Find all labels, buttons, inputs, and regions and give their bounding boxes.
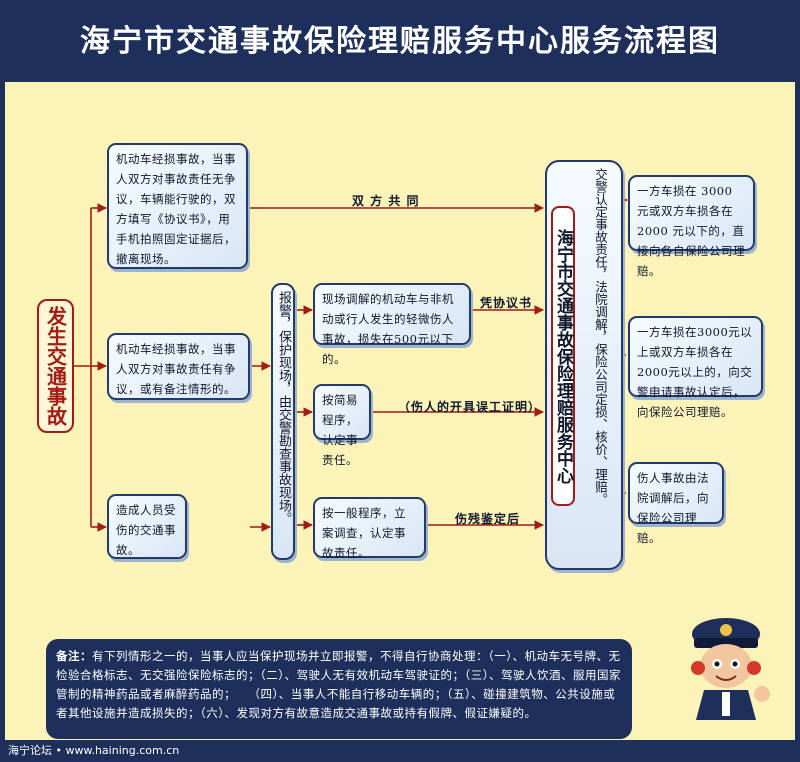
title-bar — [0, 0, 800, 82]
edge-label-injury-proof: （伤人的开具误工证明） — [398, 400, 542, 414]
outcome-node-2: 一方车损在3000元以上或双方车损各在2000元以上的，向交警申请事故认定后，向… — [628, 316, 763, 419]
procedure-node-3: 按一般程序，立案调查，认定事故责任。 — [313, 497, 426, 560]
service-center-node: 海宁市交通事故保险理赔服务中心 交警认定事故责任，法院调解，保险公司定损、核价、… — [545, 160, 623, 570]
outcome-node-3: 伤人事故由法院调解后，向保险公司理赔。 — [628, 462, 724, 545]
edge-label-mutual: 双 方 共 同 — [352, 194, 420, 208]
note-text: 有下列情形之一的，当事人应当保护现场并立即报警，不得自行协商处理：（一）、机动车… — [56, 649, 621, 720]
edge-label-disability: 伤残鉴定后 — [455, 512, 521, 526]
footer-watermark: 海宁论坛 • www.haining.com.cn — [8, 744, 180, 757]
case-node-3: 造成人员受伤的交通事故。 — [107, 494, 187, 559]
outcome-node-1: 一方车损在 3000 元或双方车损各在 2000 元以下的，直接向各自保险公司理… — [628, 175, 755, 278]
start-node: 发生交通事故 — [37, 299, 74, 433]
note-label: 备注： — [56, 649, 92, 663]
service-center-description: 交警认定事故责任，法院调解，保险公司定损、核价、理赔。 — [593, 168, 608, 506]
service-center-name: 海宁市交通事故保险理赔服务中心 — [551, 206, 575, 506]
edge-label-agreement: 凭协议书 — [480, 296, 533, 310]
procedure-node-1: 现场调解的机动车与非机动或行人发生的轻微伤人事故，损失在500元以下的。 — [313, 283, 471, 366]
case-node-1: 机动车经损事故，当事人双方对事故责任无争议，车辆能行驶的，双方填写《协议书》，用… — [107, 143, 248, 269]
page-title: 海宁市交通事故保险理赔服务中心服务流程图 — [80, 24, 720, 59]
procedure-node-2: 按简易程序，认定事责任。 — [313, 384, 371, 467]
note-box: 备注：有下列情形之一的，当事人应当保护现场并立即报警，不得自行协商处理：（一）、… — [46, 639, 632, 739]
police-node: 报警，保护现场，由交警勘查事故现场。 — [271, 283, 295, 560]
police-mascot-icon — [691, 618, 770, 720]
case-node-2: 机动车经损事故，当事人双方对事故责任有争议，或有备注情形的。 — [107, 333, 250, 400]
